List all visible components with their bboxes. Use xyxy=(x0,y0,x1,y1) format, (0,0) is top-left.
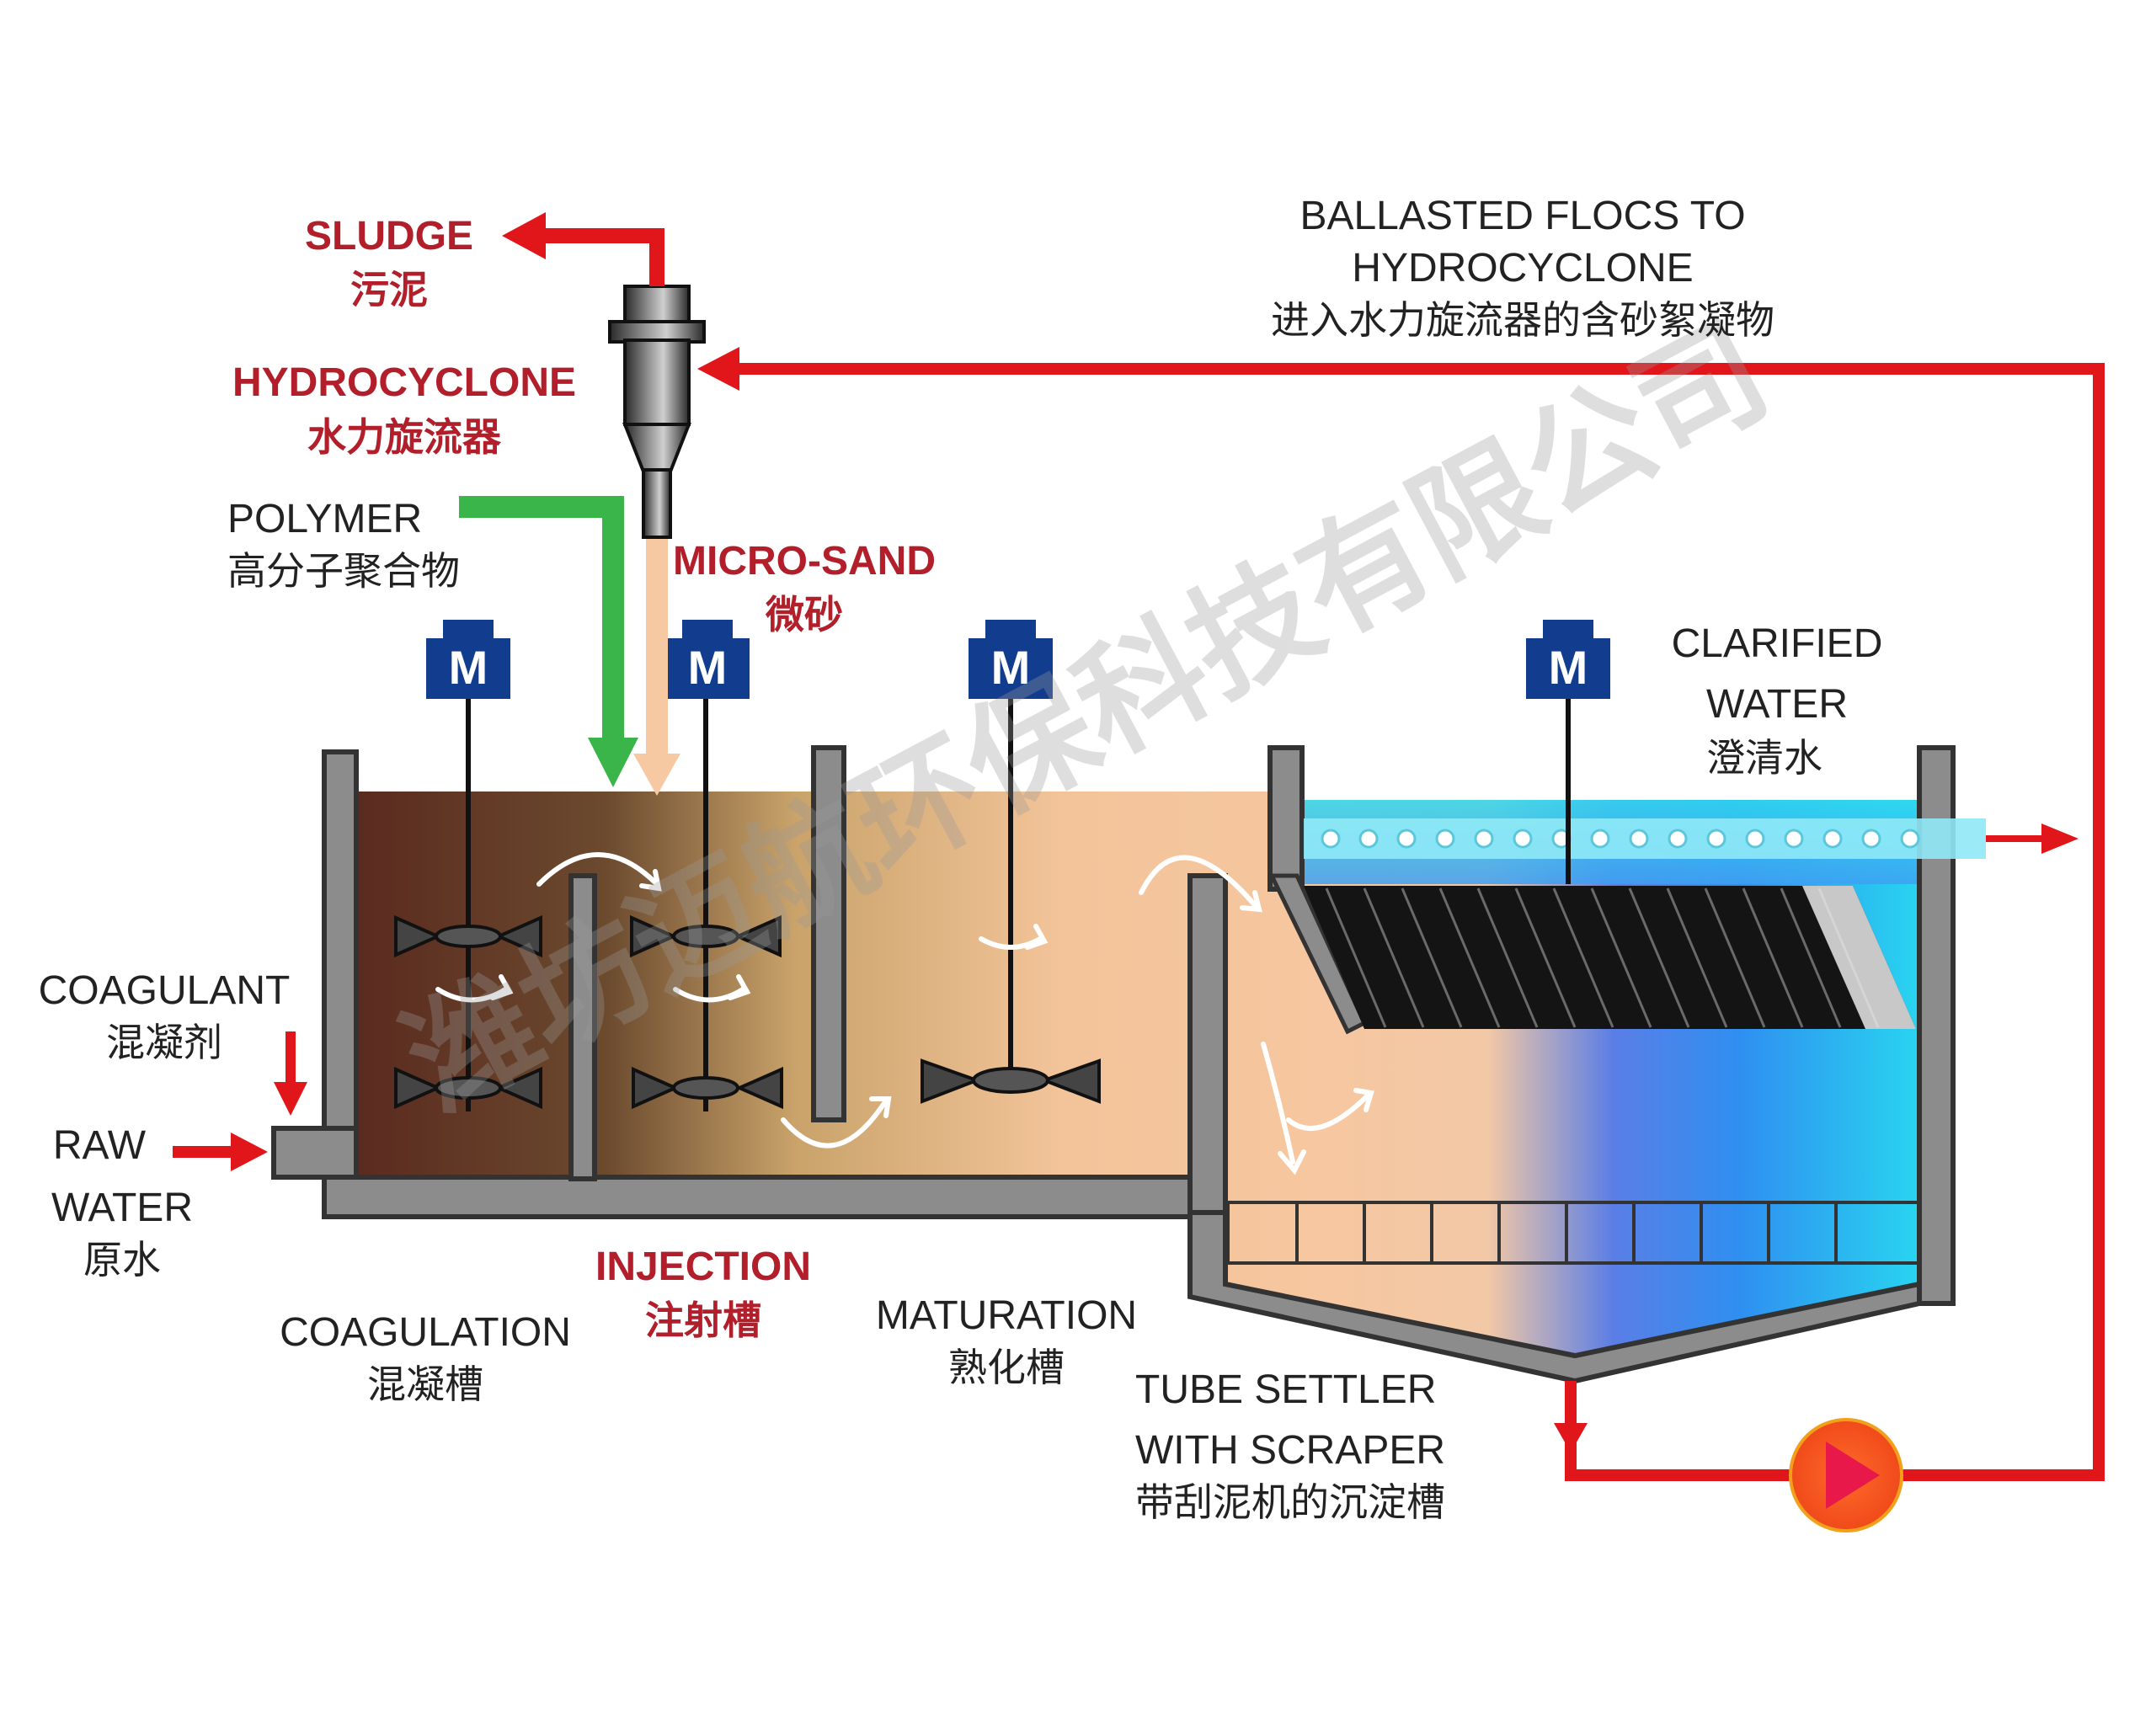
label-ballasted-flocs-1: BALLASTED FLOCS TO xyxy=(1299,194,1745,238)
raw-water-inlet-arrow xyxy=(173,1133,268,1171)
label-injection-cn: 注射槽 xyxy=(645,1298,761,1342)
label-raw-water-1: RAW xyxy=(53,1123,147,1168)
label-hydrocyclone-cn: 水力旋流器 xyxy=(307,415,502,459)
label-coagulation-cn: 混凝槽 xyxy=(367,1362,483,1406)
label-coagulant-cn: 混凝剂 xyxy=(106,1021,222,1064)
label-raw-water-2: WATER xyxy=(51,1186,193,1230)
label-hydrocyclone: HYDROCYCLONE xyxy=(232,360,576,405)
label-clarified-water-1: CLARIFIED xyxy=(1672,621,1883,666)
motor-injection: M xyxy=(665,620,750,699)
mixer-injection xyxy=(630,699,783,1111)
label-tube-settler-1: TUBE SETTLER xyxy=(1135,1367,1436,1412)
internal-flow-arrows xyxy=(435,852,1374,1175)
microsand-feed-arrow xyxy=(633,539,680,796)
label-polymer: POLYMER xyxy=(227,497,422,541)
label-microsand: MICRO-SAND xyxy=(673,539,936,584)
label-clarified-water-2: WATER xyxy=(1706,682,1848,727)
label-maturation: MATURATION xyxy=(876,1293,1137,1338)
recirculation-loop xyxy=(697,347,2105,1481)
motor-maturation: M xyxy=(969,620,1053,699)
label-polymer-cn: 高分子聚合物 xyxy=(227,549,460,593)
label-maturation-cn: 熟化槽 xyxy=(948,1346,1065,1389)
tank-walls xyxy=(271,745,1956,1384)
motor-coagulation: M xyxy=(426,620,510,699)
mixer-coagulation xyxy=(394,699,542,1111)
label-ballasted-flocs-2: HYDROCYCLONE xyxy=(1352,246,1693,290)
motor-letter: M xyxy=(1549,641,1588,694)
scraper-grid xyxy=(1226,1201,1922,1265)
mixer-maturation xyxy=(921,699,1101,1104)
motor-letter: M xyxy=(449,641,488,694)
label-microsand-cn: 微砂 xyxy=(765,593,843,637)
motor-letter: M xyxy=(991,641,1031,694)
sludge-outlet-arrow xyxy=(502,212,664,286)
label-tube-settler-2: WITH SCRAPER xyxy=(1135,1428,1445,1473)
hydrocyclone xyxy=(608,285,706,539)
tube-settler-pack xyxy=(1304,886,1916,1029)
label-raw-water-cn: 原水 xyxy=(83,1238,161,1282)
motor-letter: M xyxy=(688,641,728,694)
label-sludge: SLUDGE xyxy=(305,214,473,259)
label-sludge-cn: 污泥 xyxy=(350,268,428,312)
coagulant-inlet-arrow xyxy=(274,1031,307,1116)
label-ballasted-flocs-cn: 进入水力旋流器的含砂絮凝物 xyxy=(1271,298,1774,342)
polymer-feed-arrow xyxy=(459,496,638,787)
effluent-collector-pipe xyxy=(1304,818,1986,859)
label-coagulation: COAGULATION xyxy=(280,1310,571,1355)
recirculation-pump xyxy=(1789,1418,1903,1532)
label-coagulant: COAGULANT xyxy=(39,968,291,1013)
clarified-water-outlet xyxy=(1986,824,2079,854)
label-tube-settler-cn: 带刮泥机的沉淀槽 xyxy=(1135,1480,1445,1524)
label-clarified-water-cn: 澄清水 xyxy=(1706,736,1822,780)
label-injection: INJECTION xyxy=(595,1245,811,1289)
motor-scraper: M xyxy=(1526,620,1610,699)
